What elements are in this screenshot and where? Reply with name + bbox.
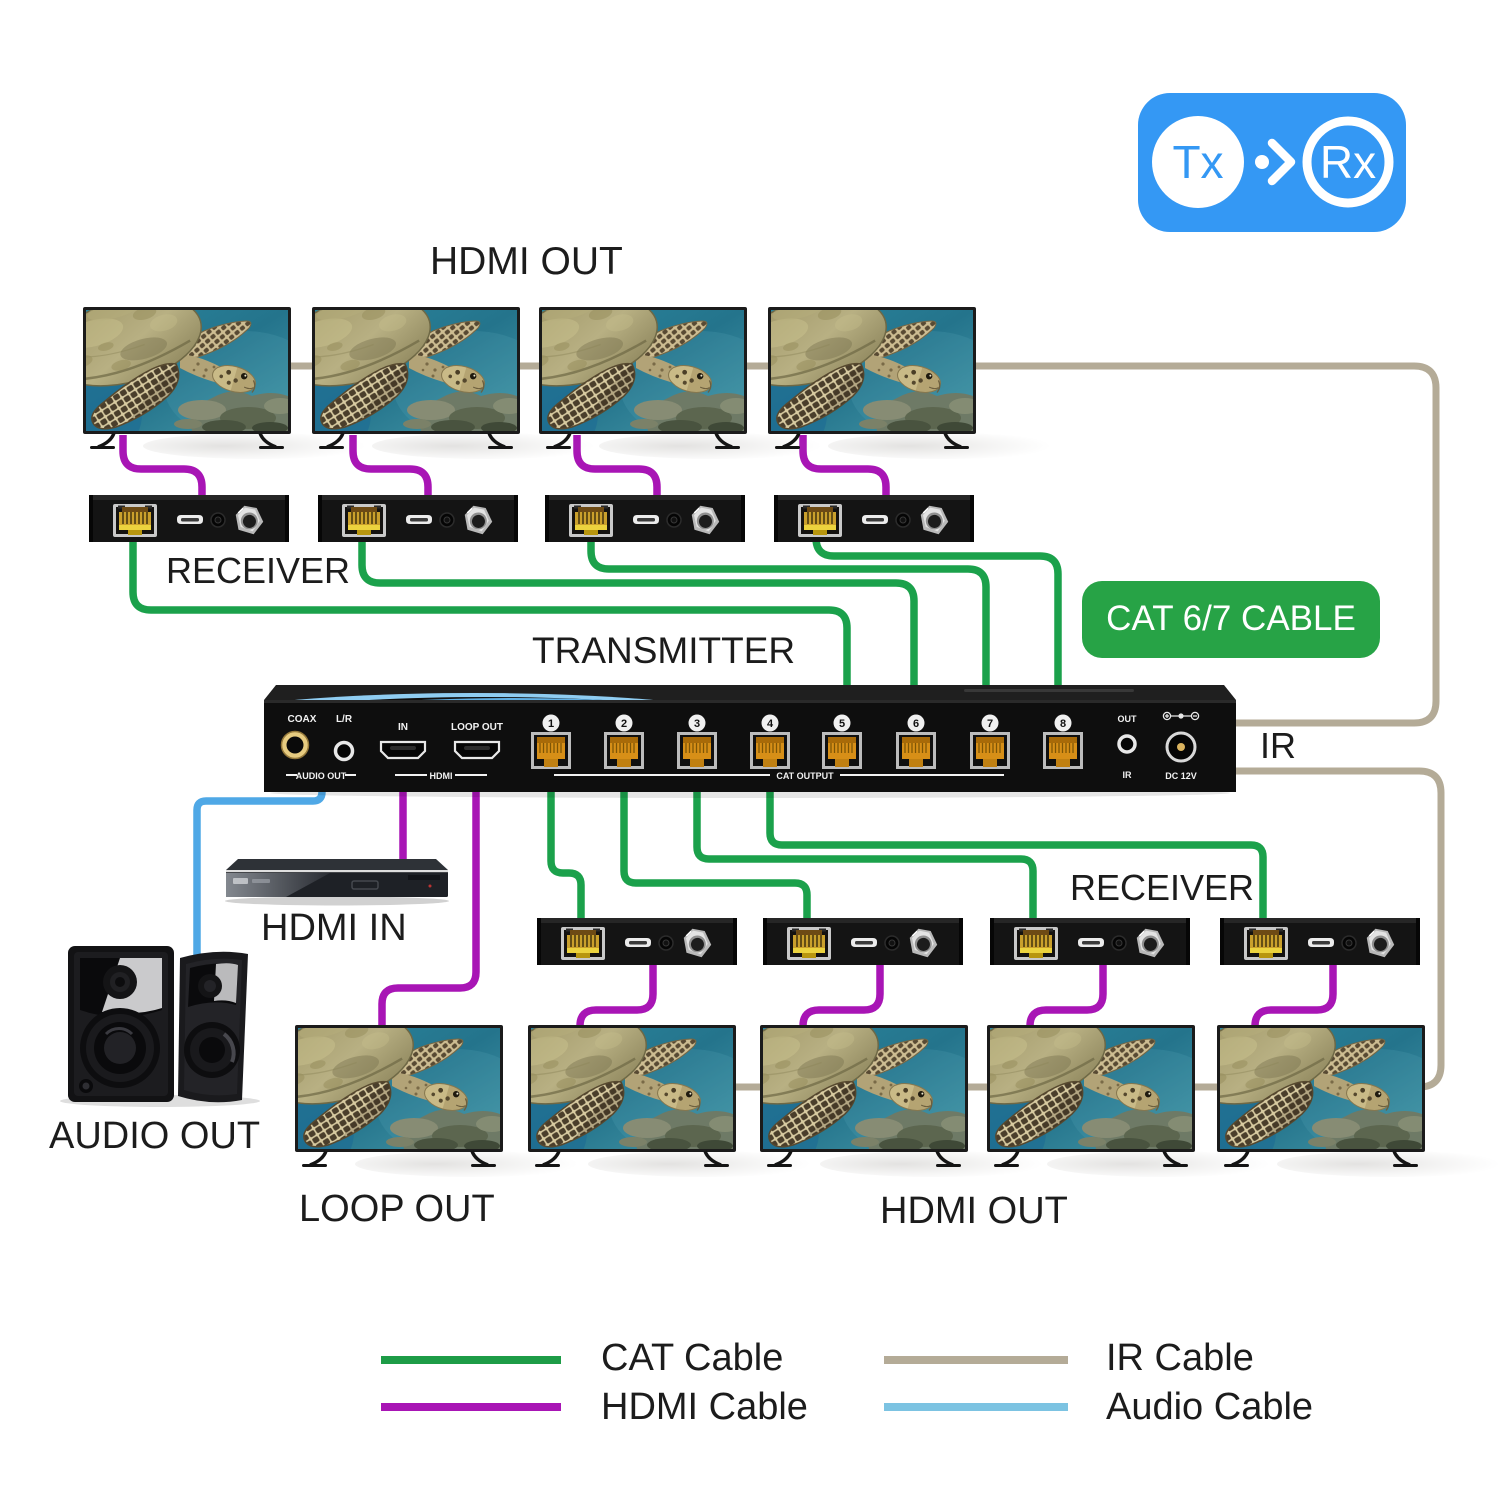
svg-text:Tx: Tx (1172, 136, 1223, 188)
svg-text:L/R: L/R (336, 714, 353, 725)
svg-text:LOOP OUT: LOOP OUT (451, 722, 503, 733)
svg-text:OUT: OUT (1118, 714, 1138, 724)
svg-text:8: 8 (1060, 718, 1066, 730)
svg-text:CAT OUTPUT: CAT OUTPUT (776, 771, 834, 781)
svg-text:5: 5 (839, 718, 845, 730)
svg-text:3: 3 (694, 718, 700, 730)
svg-text:HDMI: HDMI (430, 771, 453, 781)
svg-text:6: 6 (913, 718, 919, 730)
svg-text:1: 1 (548, 718, 554, 730)
svg-text:IR: IR (1123, 770, 1133, 780)
svg-text:7: 7 (987, 718, 993, 730)
svg-text:2: 2 (621, 718, 627, 730)
svg-text:DC 12V: DC 12V (1165, 771, 1197, 781)
svg-text:AUDIO OUT: AUDIO OUT (296, 771, 347, 781)
svg-text:COAX: COAX (288, 714, 317, 725)
svg-text:4: 4 (767, 718, 774, 730)
svg-text:IN: IN (398, 722, 408, 733)
svg-text:Rx: Rx (1320, 136, 1376, 188)
